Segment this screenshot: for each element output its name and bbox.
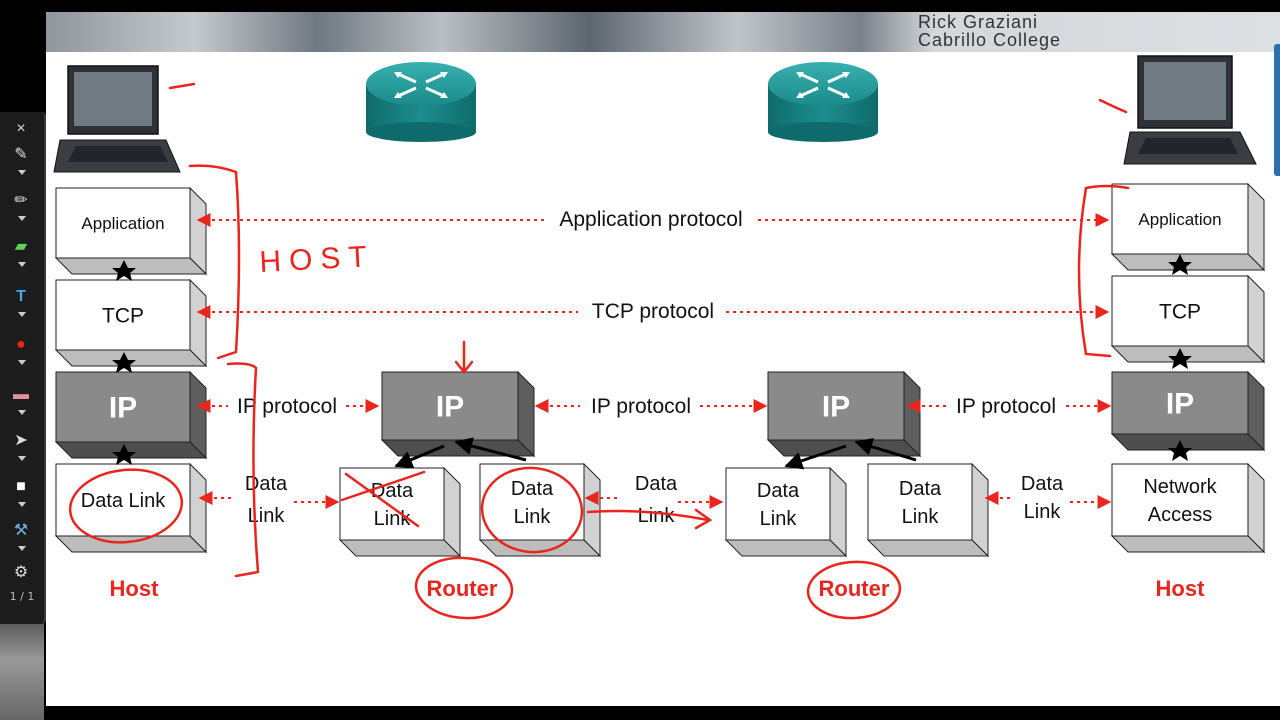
router2-ip-label: IP [822, 391, 850, 424]
shapes-icon[interactable]: ● [16, 336, 26, 353]
chevron-down-icon[interactable] [18, 312, 26, 317]
chevron-down-icon[interactable] [18, 170, 26, 175]
data-link-label-2-line1: Data [635, 473, 678, 495]
router2-datalink-left-label-line2: Link [760, 508, 798, 530]
router2-datalink-right-label-line2: Link [902, 506, 940, 528]
router-label-2: Router [819, 576, 890, 601]
data-link-label-2-line2: Link [638, 505, 676, 527]
host-left-ip-box: IP [54, 370, 208, 460]
chevron-down-icon[interactable] [18, 456, 26, 461]
host-right-application-box: Application [1110, 182, 1266, 272]
eraser-icon[interactable]: ▬ [13, 386, 29, 403]
router1-datalink-right-label-line2: Link [514, 506, 552, 528]
router1-ip-label: IP [436, 391, 464, 424]
router2-ip-box: IP [766, 370, 922, 458]
data-link-label-3-line2: Link [1024, 501, 1062, 523]
router2-datalink-right-label-line1: Data [899, 478, 942, 500]
host-right-network-access-label-line2: Access [1148, 504, 1212, 526]
chevron-down-icon[interactable] [18, 410, 26, 415]
pen-tool-icon[interactable]: ✎ [14, 146, 28, 163]
host-label-left: Host [110, 576, 160, 601]
pointer-icon[interactable]: ➤ [14, 432, 28, 449]
host-right-tcp-box: TCP [1110, 274, 1266, 364]
color-swatch-icon[interactable]: ■ [16, 478, 26, 495]
link-labels: Data Link Data Link Data Link [245, 473, 1064, 527]
host-right-application-label: Application [1138, 210, 1221, 229]
host-left-tcp-box: TCP [54, 278, 208, 368]
data-link-label-3-line1: Data [1021, 473, 1064, 495]
page-counter: 1 / 1 [9, 590, 35, 603]
protocol-labels: Application protocol TCP protocol IP pro… [228, 206, 1066, 418]
router-label-1: Router [427, 576, 498, 601]
tcp-protocol-label: TCP protocol [592, 300, 714, 323]
ip-protocol-label-3: IP protocol [956, 395, 1056, 418]
host-right-network-access-label-line1: Network [1143, 476, 1217, 498]
gear-icon[interactable]: ⚙ [13, 564, 29, 581]
host-left-tcp-label: TCP [102, 304, 144, 327]
host-left-application-box: Application [54, 186, 208, 276]
ip-protocol-label-1: IP protocol [237, 395, 337, 418]
router1-ip-box: IP [380, 370, 536, 458]
host-label-right: Host [1156, 576, 1206, 601]
router-icon-2 [768, 62, 878, 142]
chevron-down-icon[interactable] [18, 502, 26, 507]
host-left-datalink-box: Data Link [54, 462, 208, 554]
side-panel-tab[interactable] [1274, 44, 1280, 176]
host-right-tcp-label: TCP [1159, 300, 1201, 323]
router1-datalink-right-label-line1: Data [511, 478, 554, 500]
host-handwritten-note: HOST [259, 240, 376, 279]
protocol-lines [196, 213, 1112, 509]
annotation-toolbar: × ✎ ✏ ▰ T ● ▬ ➤ ■ ⚒ ⚙ 1 / 1 [0, 112, 46, 624]
settings-icon[interactable]: ⚒ [13, 522, 29, 539]
chevron-down-icon[interactable] [18, 360, 26, 365]
chevron-down-icon[interactable] [18, 262, 26, 267]
router2-datalink-left-label-line1: Data [757, 480, 800, 502]
router-internal-arrows [394, 437, 917, 470]
handwritten-annotations [68, 82, 1130, 620]
data-link-label-1-line1: Data [245, 473, 288, 495]
host-right-ip-box: IP [1110, 370, 1266, 452]
data-link-label-1-line2: Link [248, 505, 286, 527]
layer-connectors [112, 254, 1192, 465]
banner-author: Rick Graziani [918, 12, 1039, 32]
header-banner: Rick Graziani Cabrillo College [46, 12, 1280, 52]
host-left-datalink-label: Data Link [81, 490, 166, 512]
close-icon[interactable]: × [16, 120, 26, 137]
laptop-icon-left [53, 65, 181, 173]
slide: Rick Graziani Cabrillo College [46, 12, 1280, 706]
banner-college: Cabrillo College [918, 30, 1062, 50]
router-icon-1 [366, 62, 476, 142]
host-right-ip-label: IP [1166, 388, 1194, 421]
ip-protocol-label-2: IP protocol [591, 395, 691, 418]
router1-datalink-left-label-line2: Link [374, 508, 412, 530]
laptop-icon-right [1123, 55, 1257, 165]
host-left-application-label: Application [81, 214, 164, 233]
left-edge-strip [0, 620, 44, 720]
chevron-down-icon[interactable] [18, 546, 26, 551]
device-labels: Host Router Router Host [110, 576, 1206, 601]
host-left-ip-label: IP [109, 392, 137, 425]
chevron-down-icon[interactable] [18, 216, 26, 221]
text-tool-icon[interactable]: T [16, 288, 26, 305]
highlighter-icon[interactable]: ▰ [14, 238, 28, 255]
application-protocol-label: Application protocol [559, 208, 742, 231]
pencil-icon[interactable]: ✏ [14, 192, 28, 209]
